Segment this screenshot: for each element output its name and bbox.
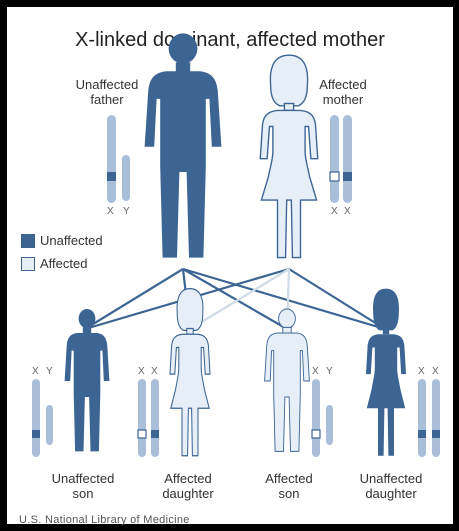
father-label-line-1: Unaffected (67, 77, 147, 92)
child-1-label-line-2: son (43, 486, 123, 501)
mother-label-line-1: Affected (311, 77, 375, 92)
mother-chromosomes (330, 115, 352, 203)
son-unaffected-figure (65, 309, 110, 451)
child-2-label-line-1: Affected (148, 471, 228, 486)
daughter-affected-chromosomes (138, 379, 159, 457)
father-chromosomes (107, 115, 130, 203)
child-3-chrom-x-label: X (312, 366, 319, 377)
father-chrom-x-label: X (107, 206, 114, 217)
father-label-line-2: father (67, 92, 147, 107)
daughter-unaffected-figure (366, 289, 406, 456)
son-unaffected-chromosomes (32, 379, 53, 457)
child-3-chrom-y-label: Y (326, 366, 333, 377)
child-4-label-line-1: Unaffected (351, 471, 431, 486)
father-chrom-y-label: Y (123, 206, 130, 217)
legend-unaffected-swatch (21, 234, 35, 248)
child-4-label-line-2: daughter (351, 486, 431, 501)
mother-chrom-x2-label: X (344, 206, 351, 217)
child-4-label: Unaffected daughter (351, 471, 431, 501)
son-affected-figure (265, 309, 310, 451)
child-3-label-line-2: son (249, 486, 329, 501)
child-1-label-line-1: Unaffected (43, 471, 123, 486)
mother-label-line-2: mother (311, 92, 375, 107)
child-2-label: Affected daughter (148, 471, 228, 501)
chromosome-x (107, 115, 116, 203)
child-1-chrom-x-label: X (32, 366, 39, 377)
child-3-label-line-1: Affected (249, 471, 329, 486)
mother-figure (260, 55, 318, 257)
child-2-chrom-x2-label: X (151, 366, 158, 377)
mother-chrom-x1-label: X (331, 206, 338, 217)
child-2-label-line-2: daughter (148, 486, 228, 501)
father-figure (145, 33, 222, 257)
credit-line: U.S. National Library of Medicine (19, 514, 190, 526)
legend-affected-swatch (21, 257, 35, 271)
chromosome-y (122, 155, 130, 201)
mother-label: Affected mother (311, 77, 375, 107)
son-affected-chromosomes (312, 379, 333, 457)
child-1-label: Unaffected son (43, 471, 123, 501)
legend-affected-label: Affected (40, 256, 87, 271)
child-4-chrom-x1-label: X (418, 366, 425, 377)
child-1-chrom-y-label: Y (46, 366, 53, 377)
child-4-chrom-x2-label: X (432, 366, 439, 377)
diagram-frame: X-linked dominant, affected mother (7, 7, 453, 524)
daughter-unaffected-chromosomes (418, 379, 440, 457)
child-3-label: Affected son (249, 471, 329, 501)
father-label: Unaffected father (67, 77, 147, 107)
inheritance-lines (85, 269, 385, 329)
legend-unaffected-label: Unaffected (40, 233, 103, 248)
child-2-chrom-x1-label: X (138, 366, 145, 377)
daughter-affected-figure (170, 289, 210, 456)
